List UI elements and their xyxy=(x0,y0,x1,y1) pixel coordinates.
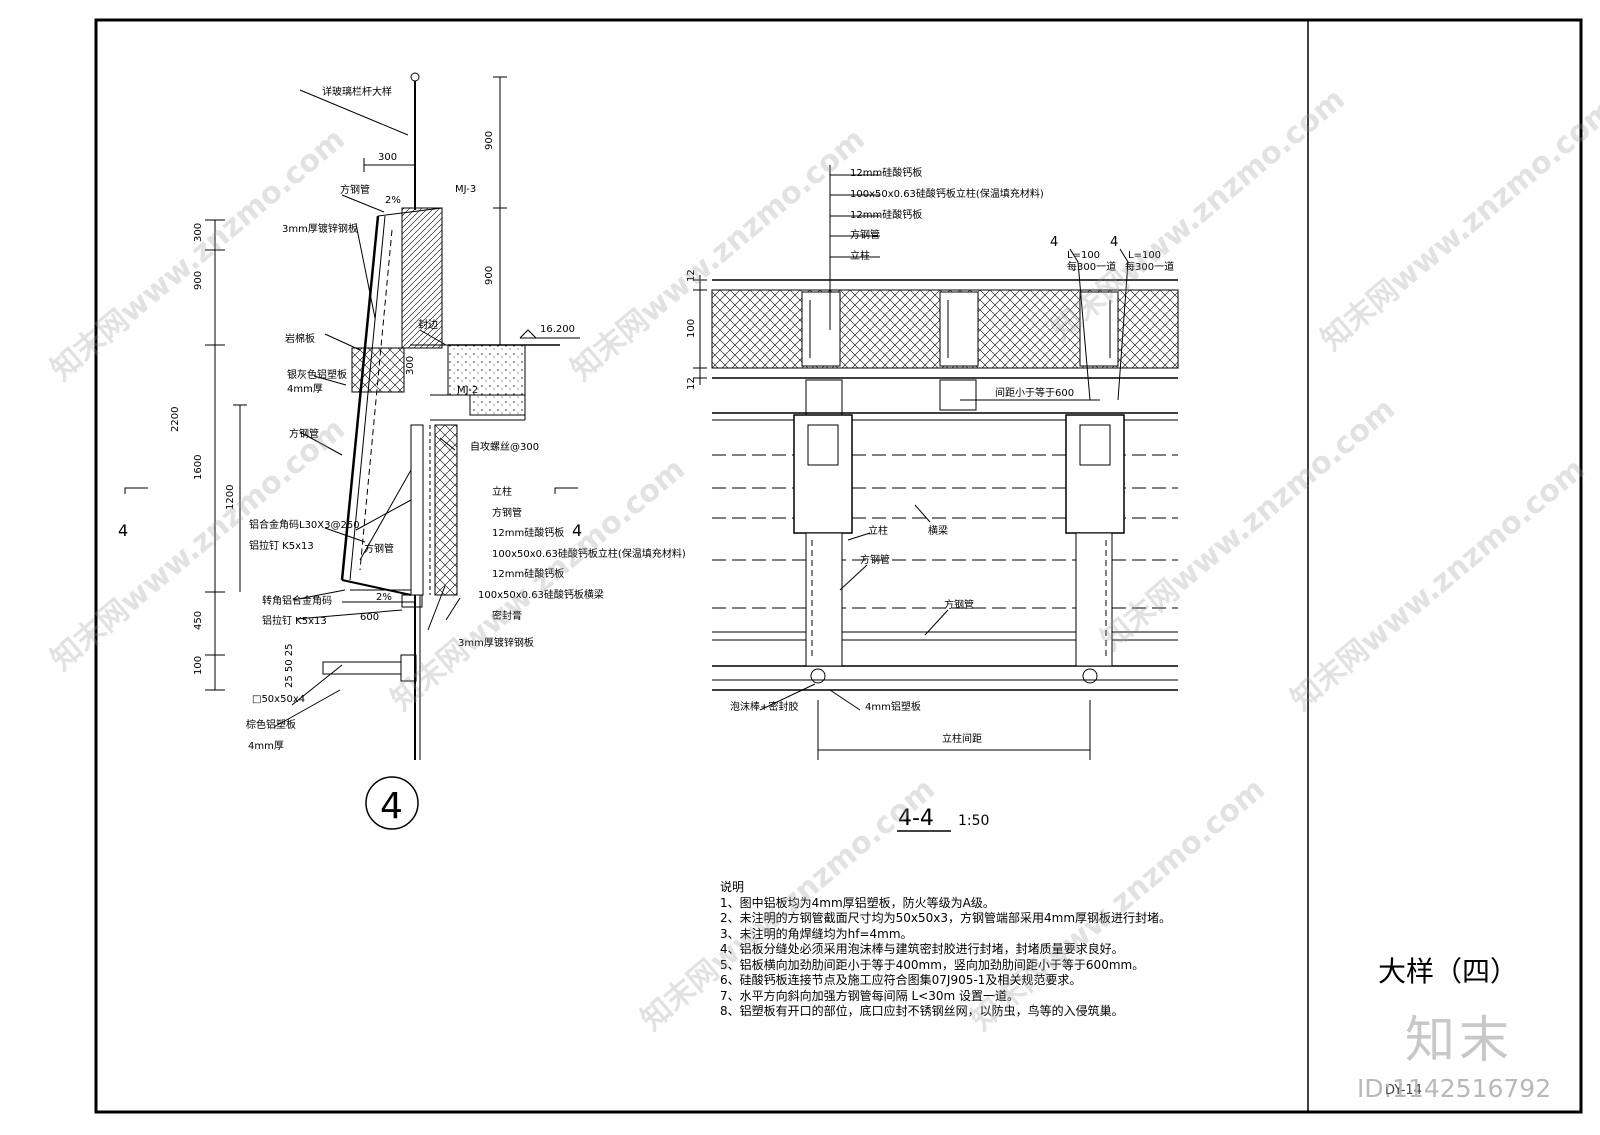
alu-rivet-label: 铝拉钉 K5x13 xyxy=(249,539,314,552)
section-4-4 xyxy=(693,165,1179,760)
col-spacing-label: 立柱间距 xyxy=(942,732,982,745)
mj2-label: MJ-2 xyxy=(457,385,478,396)
slope-bottom-label: 2% xyxy=(376,592,392,603)
weld-1-spacing: 每300一道 xyxy=(1067,260,1116,273)
elevation-label: 16.200 xyxy=(540,324,575,335)
dim-left-1200: 1200 xyxy=(225,485,236,510)
railing-ref-label: 详玻璃栏杆大样 xyxy=(322,85,392,98)
foam-seal-label: 泡沫棒+密封胶 xyxy=(730,700,798,713)
seal-top-label: 封边 xyxy=(418,318,438,331)
drawing-title: 大样（四） xyxy=(1378,955,1519,988)
s44-col-b: 立柱 xyxy=(868,524,888,537)
section-title: 4-4 xyxy=(898,806,934,831)
alu-plate-label: 4mm铝塑板 xyxy=(865,700,921,713)
weld-2-length: L=100 xyxy=(1128,250,1161,261)
section-mark-right: 4 xyxy=(572,521,582,540)
s44-cal-board-b: 12mm硅酸钙板 xyxy=(850,208,922,221)
dim-600: 600 xyxy=(360,612,379,623)
detail-callout: 4 xyxy=(365,776,419,830)
section-scale: 1:50 xyxy=(958,813,989,829)
s44-beam-b: 横梁 xyxy=(928,524,948,537)
slope-top-label: 2% xyxy=(385,195,401,206)
detail-4-texts: 详玻璃栏杆大样 300 方钢管 2% MJ-3 3mm厚镀锌钢板 岩棉板 银灰色… xyxy=(118,85,686,752)
note-item: 7、水平方向斜向加强方钢管每间隔 L<30m 设置一道。 xyxy=(720,988,1019,1003)
square-tube-4-label: 方钢管 xyxy=(492,506,522,519)
col-label: 立柱 xyxy=(492,485,512,498)
weld-1-length: L=100 xyxy=(1067,250,1100,261)
dim-left-450: 450 xyxy=(193,611,204,630)
note-item: 8、铝塑板有开口的部位，底口应封不锈钢丝网，以防虫，鸟等的入侵筑巢。 xyxy=(720,1004,1124,1018)
note-item: 1、图中铝板均为4mm厚铝塑板，防火等级为A级。 xyxy=(720,895,995,910)
note-item: 5、铝板横向加劲肋间距小于等于400mm，竖向加劲肋间距小于等于600mm。 xyxy=(720,957,1145,972)
cal-board-1-label: 12mm硅酸钙板 xyxy=(492,526,564,539)
s44-dim-100: 100 xyxy=(686,319,697,338)
s44-tube-c: 方钢管 xyxy=(944,598,974,611)
alu-brown-label: 棕色铝塑板 xyxy=(246,718,296,731)
section-4-4-texts: 12mm硅酸钙板 100x50x0.63硅酸钙板立柱(保温填充材料) 12mm硅… xyxy=(686,166,1174,832)
cal-board-2-label: 12mm硅酸钙板 xyxy=(492,567,564,580)
dim-right-300: 300 xyxy=(405,356,416,375)
dim-left-900: 900 xyxy=(193,271,204,290)
beam-label: 100x50x0.63硅酸钙板横梁 xyxy=(478,588,604,601)
dim-left-300: 300 xyxy=(193,223,204,242)
dim-300-top: 300 xyxy=(378,152,397,163)
square-tube-3-label: 方钢管 xyxy=(364,542,394,555)
alu-brown-thk-label: 4mm厚 xyxy=(248,740,284,752)
image-id-watermark: ID:1142516792 xyxy=(1357,1074,1552,1103)
s44-col-a: 立柱 xyxy=(850,249,870,262)
sheet-number: DY-14 xyxy=(1385,1083,1422,1098)
sheet-frame xyxy=(94,18,1583,1114)
weld-2-spacing: 每300一道 xyxy=(1125,260,1174,273)
s44-tube-b: 方钢管 xyxy=(860,553,890,566)
square-tube-2-label: 方钢管 xyxy=(289,427,319,440)
alu-angle-label: 铝合金角码L30X3@250 xyxy=(249,518,360,531)
s44-stud-a: 100x50x0.63硅酸钙板立柱(保温填充材料) xyxy=(850,187,1044,200)
s44-dim-12-bottom: 12 xyxy=(686,377,697,390)
detail-4 xyxy=(124,72,580,760)
detail-callout-number: 4 xyxy=(380,786,403,827)
stud-label: 100x50x0.63硅酸钙板立柱(保温填充材料) xyxy=(492,547,686,560)
alu-rivet-2-label: 铝拉钉 K5x13 xyxy=(262,614,327,627)
dim-right-900-b: 900 xyxy=(484,266,495,285)
screw-label: 自攻螺丝@300 xyxy=(470,440,539,453)
sealant-label: 密封膏 xyxy=(492,609,522,622)
dim-left-100: 100 xyxy=(193,656,204,675)
s44-cal-board-a: 12mm硅酸钙板 xyxy=(850,166,922,179)
mj3-label: MJ-3 xyxy=(455,184,476,195)
tube-50-label: □50x50x4 xyxy=(252,694,305,705)
note-item: 6、硅酸钙板连接节点及施工应符合图集07J905-1及相关规范要求。 xyxy=(720,973,1082,987)
note-item: 4、铝板分缝处必须采用泡沫棒与建筑密封胶进行封堵，封堵质量要求良好。 xyxy=(720,942,1124,956)
corner-angle-label: 转角铝合金角码 xyxy=(262,594,332,607)
galv-plate-bottom-label: 3mm厚镀锌钢板 xyxy=(458,636,534,649)
alu-silver-thk-label: 4mm厚 xyxy=(287,383,323,395)
section-mark-left: 4 xyxy=(118,521,128,540)
s44-dim-12-top: 12 xyxy=(686,269,697,282)
general-notes: 说明 1、图中铝板均为4mm厚铝塑板，防火等级为A级。 2、未注明的方钢管截面尺… xyxy=(720,880,1260,1020)
s44-tube-a: 方钢管 xyxy=(850,228,880,241)
dim-right-900-a: 900 xyxy=(484,131,495,150)
znzmo-logo: 知末 xyxy=(1405,1011,1513,1069)
weld-2-size: 4 xyxy=(1110,235,1118,250)
weld-1-size: 4 xyxy=(1050,235,1058,250)
dim-left-2200: 2200 xyxy=(170,407,181,432)
spacing-label: 间距小于等于600 xyxy=(995,386,1074,399)
note-item: 3、未注明的角焊缝均为hf=4mm。 xyxy=(720,926,913,941)
alu-silver-label: 银灰色铝塑板 xyxy=(287,368,347,381)
notes-heading: 说明 xyxy=(720,880,745,894)
square-tube-label: 方钢管 xyxy=(340,183,370,196)
dims-small: 25 50 25 xyxy=(284,643,295,688)
note-item: 2、未注明的方钢管截面尺寸均为50x50x3，方钢管端部采用4mm厚钢板进行封堵… xyxy=(720,911,1172,925)
rockwool-label: 岩棉板 xyxy=(285,332,315,345)
dim-left-1600: 1600 xyxy=(193,455,204,480)
galv-plate-label: 3mm厚镀锌钢板 xyxy=(282,222,358,235)
